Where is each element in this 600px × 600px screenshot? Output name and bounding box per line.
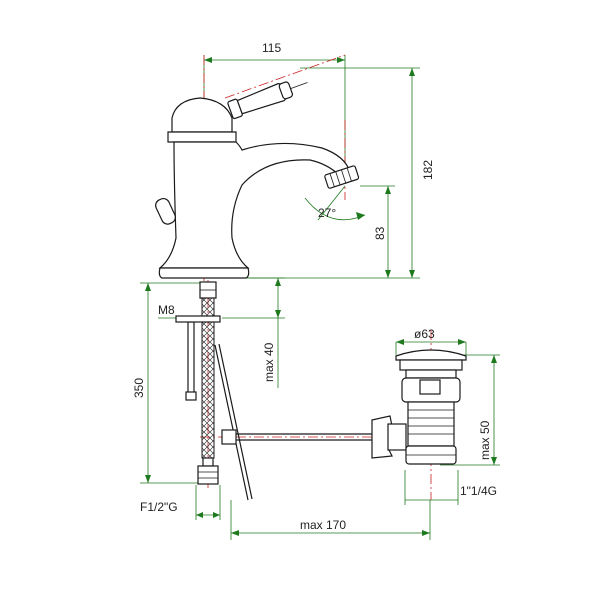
cartridge-cap xyxy=(171,97,233,133)
dim-top-width: 115 xyxy=(262,41,281,55)
spout-aerator xyxy=(324,165,360,189)
dim-pipe-length: 350 xyxy=(132,378,146,398)
faucet-body xyxy=(155,81,360,279)
dim-spout-height: 83 xyxy=(373,226,387,240)
dim-rod-thread: M8 xyxy=(158,303,175,317)
supply-and-rods xyxy=(175,281,253,501)
handle-lever xyxy=(227,81,308,120)
waste-cap xyxy=(395,349,467,361)
dim-max-50: max 50 xyxy=(478,420,492,460)
dim-waste-thread: 1"1/4G xyxy=(460,484,497,498)
dim-supply-thread: F1/2"G xyxy=(140,500,178,514)
pivot-rod xyxy=(236,415,407,459)
popup-knob xyxy=(155,197,176,225)
dim-spout-angle: 27° xyxy=(318,206,336,220)
faucet-base xyxy=(158,267,250,279)
lift-rod xyxy=(214,344,249,501)
faucet-main-body xyxy=(158,141,351,269)
dim-overall-height: 182 xyxy=(421,160,435,180)
dim-max-40: max 40 xyxy=(262,342,276,382)
m8-rod xyxy=(187,321,195,395)
dim-waste-diameter: ø63 xyxy=(414,327,435,341)
dim-max-170: max 170 xyxy=(300,518,346,532)
popup-waste xyxy=(395,349,467,465)
